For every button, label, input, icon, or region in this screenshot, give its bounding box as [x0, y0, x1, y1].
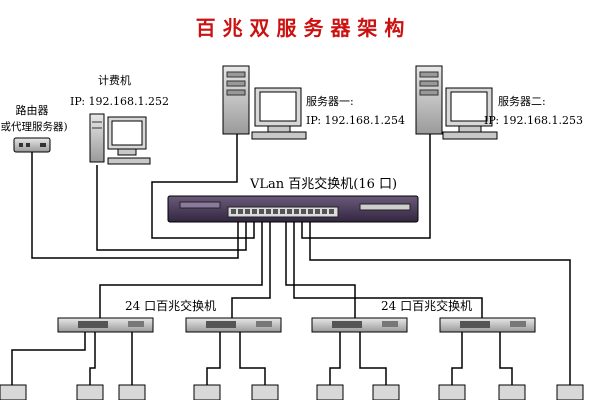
billing-computer [89, 113, 151, 165]
drop-7 [359, 332, 387, 385]
core-switch-device [167, 195, 419, 223]
drop-4 [206, 332, 221, 385]
core-to-right-switch-2 [293, 215, 483, 318]
core-to-left-switch-1 [99, 215, 263, 318]
client-pc [556, 384, 584, 400]
server1-label: 服务器一: [306, 95, 354, 108]
client-pc [0, 384, 27, 400]
client-pc [193, 384, 221, 400]
core-switch-label: VLan 百兆交换机(16 口) [249, 176, 397, 192]
router-sublabel: (或代理服务器) [0, 120, 68, 133]
client-pc [316, 384, 344, 400]
client-pc [438, 384, 466, 400]
client-pc [251, 384, 279, 400]
core-to-pc-far-right [309, 215, 571, 385]
access-switch-left-label: 24 口百兆交换机 [125, 298, 216, 313]
access-switch-3 [311, 317, 408, 333]
server2-computer [415, 65, 498, 140]
drop-2 [89, 332, 96, 385]
client-pc [498, 384, 526, 400]
drop-5 [239, 332, 266, 385]
access-switch-2 [185, 317, 282, 333]
core-to-left-switch-2 [231, 215, 271, 318]
drop-8 [451, 332, 463, 385]
client-pc [76, 384, 104, 400]
billing-label: 计费机 [98, 73, 131, 87]
billing-link [96, 165, 247, 251]
router-link [31, 152, 239, 259]
router-device [13, 137, 51, 153]
drop-1 [11, 332, 86, 385]
connection-lines [11, 132, 571, 385]
billing-ip: IP: 192.168.1.252 [70, 95, 169, 108]
server1-computer [222, 65, 307, 140]
client-pc [118, 384, 146, 400]
server2-label: 服务器二: [498, 95, 546, 108]
access-switch-1 [57, 317, 154, 333]
core-to-right-switch-1 [285, 215, 356, 318]
server1-ip: IP: 192.168.1.254 [306, 114, 405, 127]
router-label: 路由器 [16, 103, 49, 117]
drop-6 [329, 332, 341, 385]
server1-link [151, 132, 255, 239]
client-pcs [0, 384, 584, 400]
access-switch-right-label: 24 口百兆交换机 [381, 298, 472, 313]
server2-link [301, 132, 431, 239]
server2-ip: IP: 192.168.1.253 [484, 114, 583, 127]
client-pc [372, 384, 400, 400]
access-switch-4 [439, 317, 536, 333]
diagram-title: 百 兆 双 服 务 器 架 构 [196, 16, 405, 40]
drop-9 [499, 332, 513, 385]
